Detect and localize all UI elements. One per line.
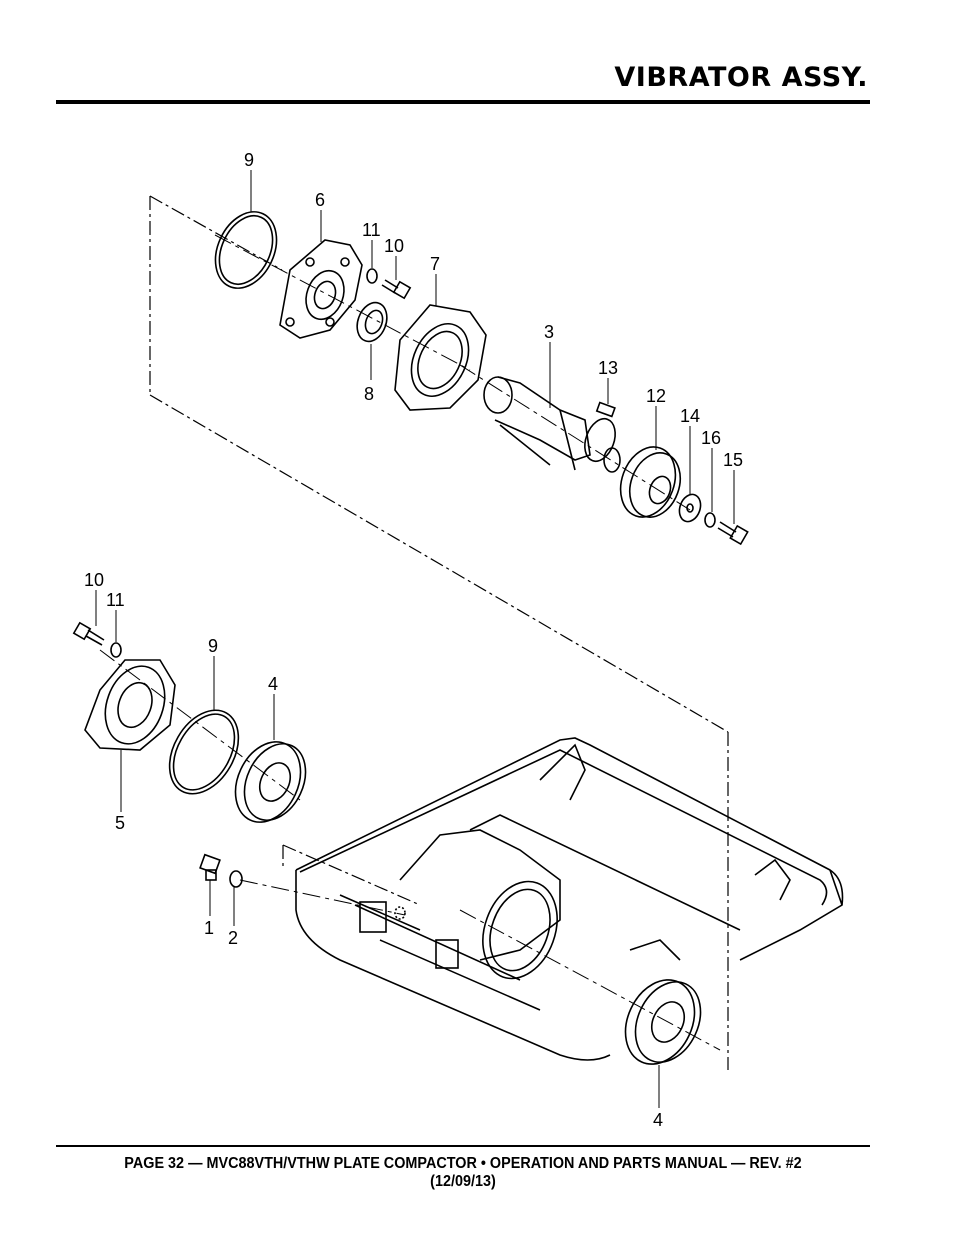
assembly-boundary-lines (149, 195, 729, 1070)
part-7-bearing-housing (394, 304, 487, 411)
footer-rule (56, 1145, 870, 1147)
page-title: VIBRATOR ASSY. (614, 62, 868, 93)
page-footer: PAGE 32 — MVC88VTH/VTHW PLATE COMPACTOR … (124, 1155, 802, 1190)
callout-13: 13 (598, 358, 618, 378)
part-6-flange-cover (279, 239, 363, 339)
callout-11-upper: 11 (362, 220, 381, 240)
callout-11-lower: 11 (106, 590, 125, 610)
part-10-lower-bolt (72, 621, 105, 646)
part-11-lower-washer (110, 642, 122, 658)
callout-12: 12 (646, 386, 666, 406)
part-4-bearing-left (234, 741, 307, 823)
callout-2: 2 (228, 928, 238, 948)
part-4-bearing-right (624, 979, 702, 1065)
callout-10-lower: 10 (84, 570, 104, 590)
callout-14: 14 (680, 406, 700, 426)
part-3-eccentric-shaft (483, 376, 621, 473)
callout-3: 3 (544, 322, 554, 342)
part-12-pulley (619, 446, 682, 518)
callout-9-lower: 9 (208, 636, 218, 656)
callout-10-upper: 10 (384, 236, 404, 256)
base-plate (295, 737, 844, 1061)
part-8-oil-seal (356, 301, 388, 343)
part-9-lower-oring (168, 709, 240, 795)
axis-lines (99, 234, 721, 1051)
part-14-flat-washer (678, 493, 702, 523)
callout-labels: 9 6 11 10 7 8 3 13 12 14 16 15 10 11 9 4… (84, 150, 743, 1130)
callout-5: 5 (115, 813, 125, 833)
callout-leaders (95, 170, 735, 1108)
part-9-upper-oring (214, 211, 278, 289)
part-11-upper-washer (366, 268, 378, 284)
part-10-upper-bolt (381, 279, 412, 300)
callout-4-lower: 4 (653, 1110, 663, 1130)
callout-6: 6 (315, 190, 325, 210)
part-13-key (595, 401, 616, 418)
part-1-drain-plug (199, 853, 221, 881)
header-rule (56, 100, 870, 104)
callout-4-upper: 4 (268, 674, 278, 694)
callout-15: 15 (723, 450, 743, 470)
callout-1: 1 (204, 918, 214, 938)
part-16-lock-washer (704, 512, 716, 528)
callout-8: 8 (364, 384, 374, 404)
part-15-pulley-bolt (717, 521, 749, 546)
part-2-gasket (229, 870, 243, 888)
callout-9-upper: 9 (244, 150, 254, 170)
part-5-end-cover (84, 659, 176, 751)
callout-7: 7 (430, 254, 440, 274)
callout-16: 16 (701, 428, 721, 448)
